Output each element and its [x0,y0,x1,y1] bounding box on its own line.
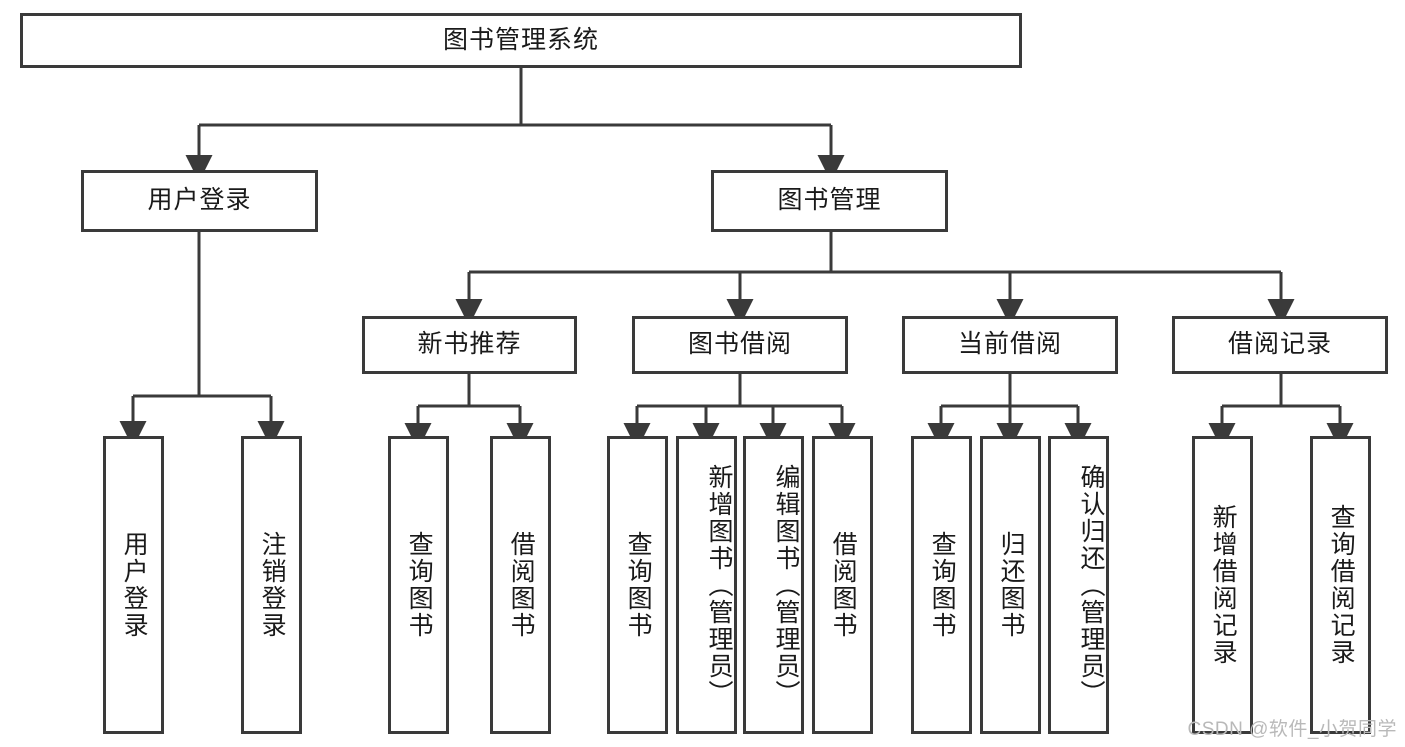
leaf-borrow-edit-book-admin[interactable]: 编辑图书（管理员） [743,436,804,734]
leaf-record-query-record[interactable]: 查询借阅记录 [1310,436,1371,734]
leaf-borrow-borrow-book[interactable]: 借阅图书 [812,436,873,734]
watermark-text: CSDN @软件_小贺同学 [1187,719,1397,740]
node-new-book-recommend[interactable]: 新书推荐 [362,316,577,374]
leaf-recommend-borrow-book[interactable]: 借阅图书 [490,436,551,734]
leaf-user-login-logout[interactable]: 注销登录 [241,436,302,734]
leaf-borrow-add-book-admin[interactable]: 新增图书（管理员） [676,436,737,734]
leaf-user-login-login[interactable]: 用户登录 [103,436,164,734]
leaf-borrow-query-book[interactable]: 查询图书 [607,436,668,734]
leaf-record-add-record[interactable]: 新增借阅记录 [1192,436,1253,734]
node-book-borrow[interactable]: 图书借阅 [632,316,848,374]
node-root-system[interactable]: 图书管理系统 [20,13,1022,68]
leaf-current-query-book[interactable]: 查询图书 [911,436,972,734]
leaf-recommend-query-book[interactable]: 查询图书 [388,436,449,734]
node-current-borrow[interactable]: 当前借阅 [902,316,1118,374]
node-book-manage[interactable]: 图书管理 [711,170,948,232]
leaf-current-confirm-return-admin[interactable]: 确认归还（管理员） [1048,436,1109,734]
node-borrow-record[interactable]: 借阅记录 [1172,316,1388,374]
leaf-current-return-book[interactable]: 归还图书 [980,436,1041,734]
node-user-login[interactable]: 用户登录 [81,170,318,232]
